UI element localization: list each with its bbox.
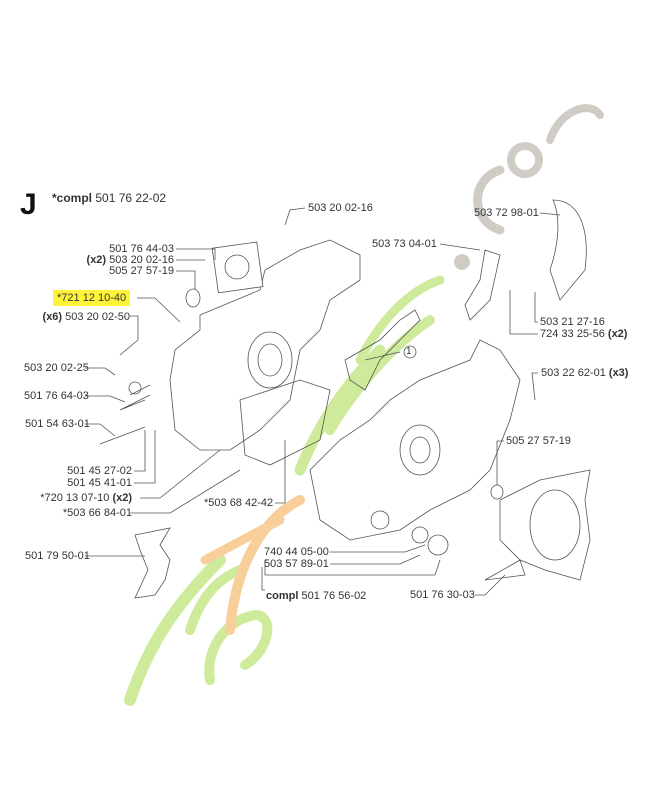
part-label[interactable]: 501 45 41-01 <box>67 477 132 489</box>
qty: (x2) <box>607 328 628 340</box>
part-label[interactable]: *503 68 42-42 <box>204 497 274 509</box>
qty: (x2) <box>112 492 132 504</box>
qty: (x6) <box>42 311 63 323</box>
part-label[interactable]: 503 72 98-01 <box>474 207 539 219</box>
part-number: 503 20 02-50 <box>65 311 130 323</box>
part-label[interactable]: 724 33 25-56 (x2) <box>540 328 627 340</box>
part-number: 503 22 62-01 <box>541 367 606 379</box>
assembly-label: *compl 501 76 22-02 <box>52 192 166 204</box>
part-label[interactable]: 503 57 89-01 <box>264 558 329 570</box>
qty: (x2) <box>86 254 107 266</box>
part-label[interactable]: 501 76 44-03 <box>109 243 174 255</box>
part-label[interactable]: 501 79 50-01 <box>25 550 90 562</box>
part-label[interactable]: *720 13 07-10 (x2) <box>40 492 132 504</box>
qty: (x3) <box>608 367 629 379</box>
part-number: 503 20 02-16 <box>109 254 174 266</box>
part-label[interactable]: (x2) 503 20 02-16 <box>87 254 174 266</box>
assembly-prefix: *compl <box>52 191 93 205</box>
part-label[interactable]: 501 76 64-03 <box>24 390 89 402</box>
gasket <box>239 379 331 466</box>
part-label[interactable]: 503 22 62-01 (x3) <box>541 367 628 379</box>
cover <box>499 469 591 581</box>
callout-marker: 1 <box>406 346 412 357</box>
part-number: *720 13 07-10 <box>40 492 110 504</box>
part-number: 724 33 25-56 <box>540 328 605 340</box>
part-label[interactable]: 505 27 57-19 <box>109 265 174 277</box>
part-label[interactable]: 503 73 04-01 <box>372 238 437 250</box>
part-label[interactable]: 503 20 02-25 <box>24 362 89 374</box>
part-label[interactable]: 501 76 30-03 <box>410 589 475 601</box>
part-label[interactable]: *503 66 84-01 <box>62 507 132 519</box>
crankcase-right <box>309 339 521 541</box>
part-label[interactable]: (x6) 503 20 02-50 <box>43 311 130 323</box>
callout-circle <box>403 345 417 359</box>
section-letter: J <box>20 188 37 221</box>
gasket-1 <box>344 309 421 391</box>
part-label[interactable]: 501 45 27-02 <box>67 465 132 477</box>
part-label[interactable]: 503 21 27-16 <box>540 316 605 328</box>
part-number: 501 76 56-02 <box>301 590 367 602</box>
qty: compl <box>266 590 299 602</box>
highlighted-part-label[interactable]: *721 12 10-40 <box>53 290 131 306</box>
part-label[interactable]: 740 44 05-00 <box>264 546 329 558</box>
part-label[interactable]: 501 54 63-01 <box>25 418 90 430</box>
part-label[interactable]: compl 501 76 56-02 <box>266 590 366 602</box>
part-label[interactable]: 505 27 57-19 <box>506 435 571 447</box>
assembly-number: 501 76 22-02 <box>95 191 167 205</box>
part-label[interactable]: 503 20 02-16 <box>308 202 373 214</box>
